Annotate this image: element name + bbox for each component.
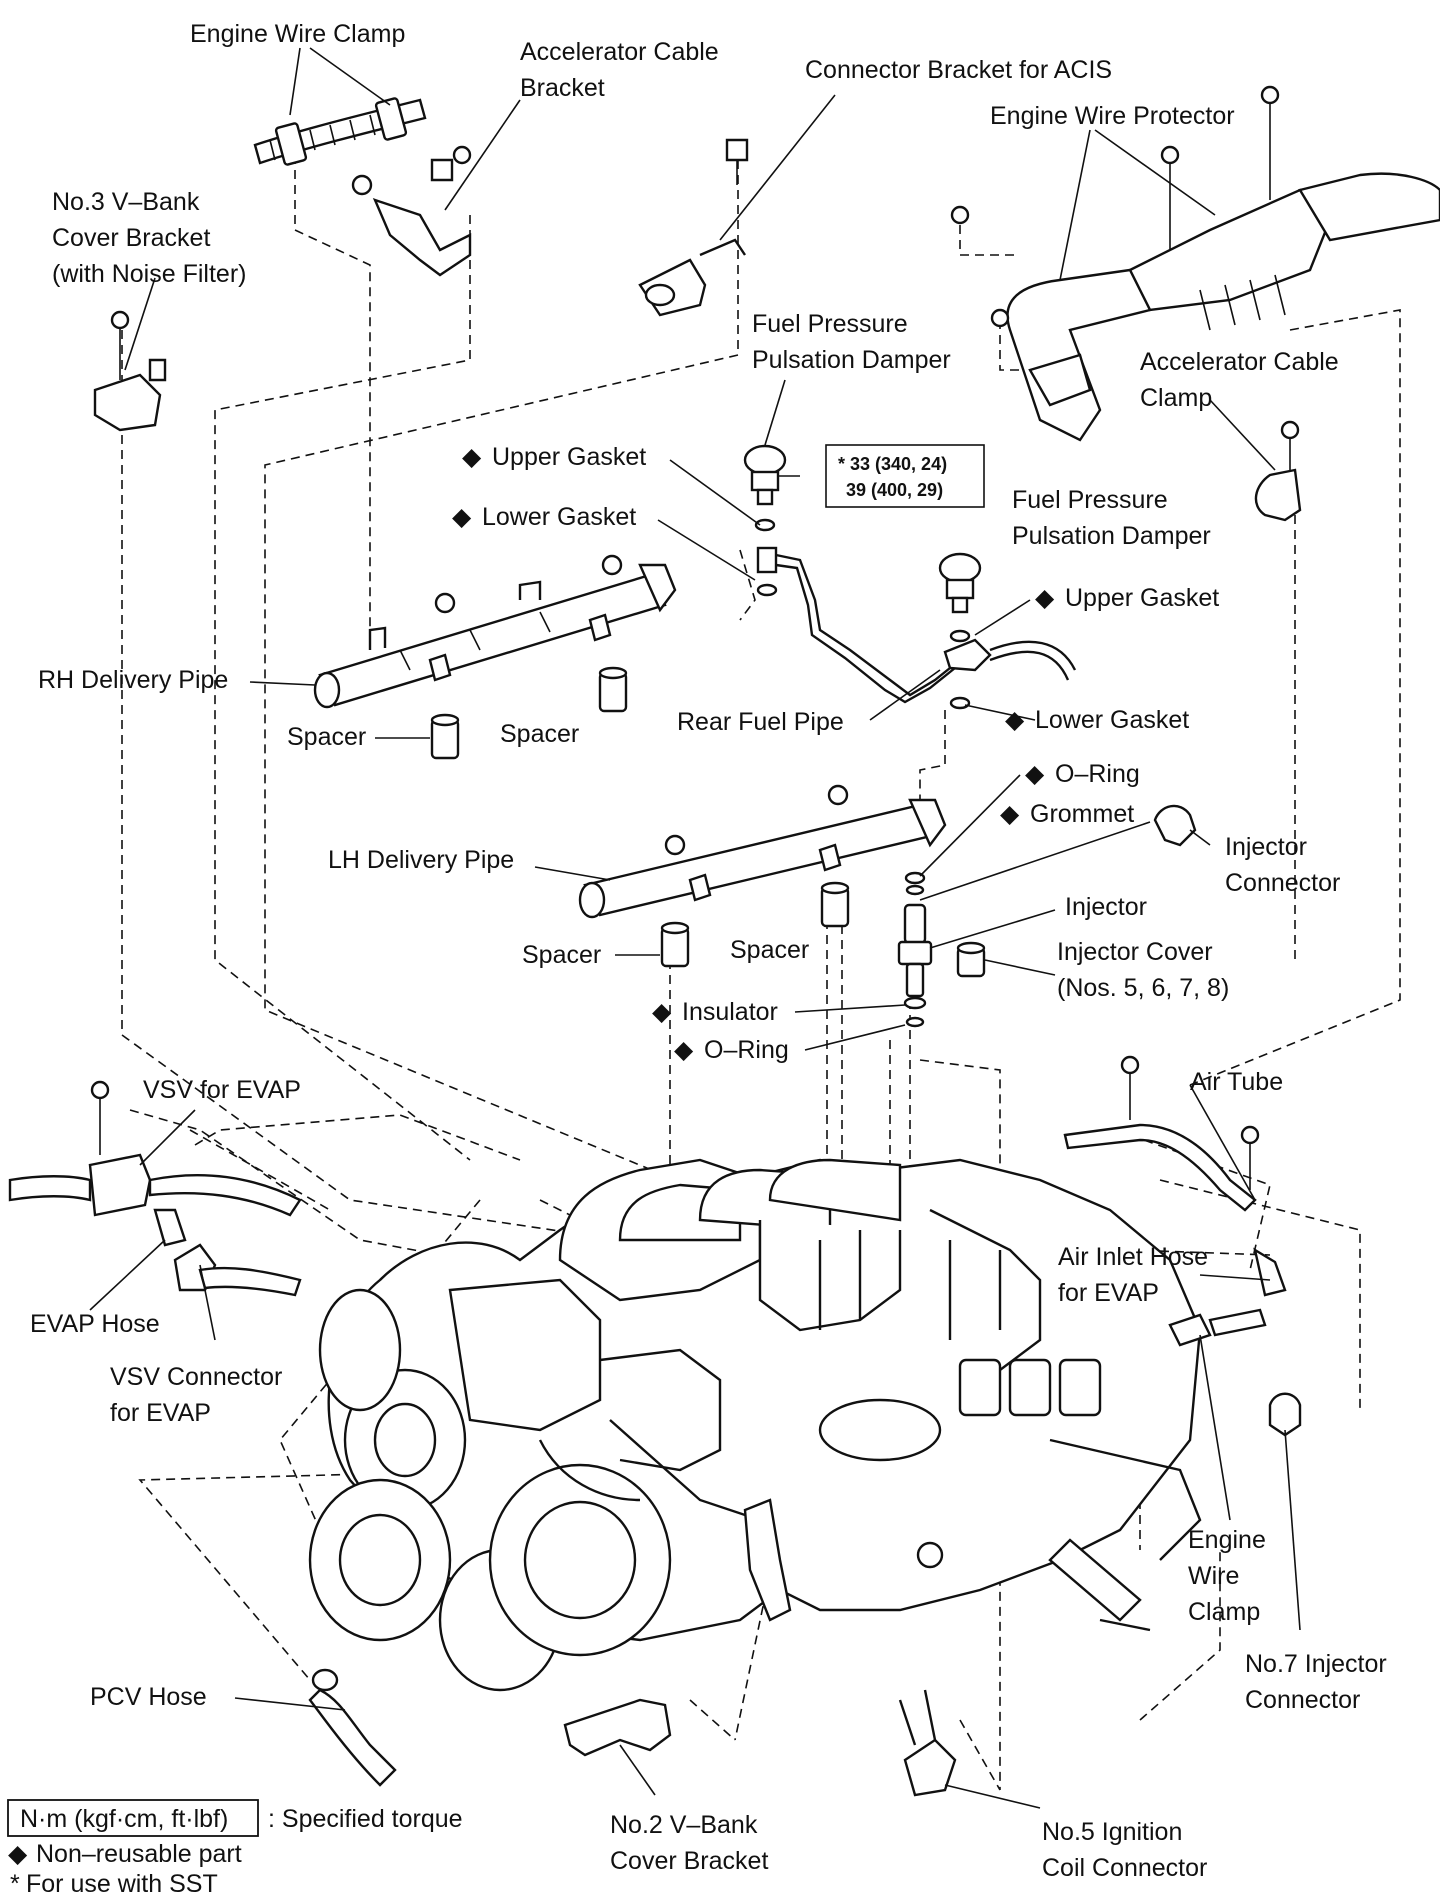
label-upper-gasket-2: Upper Gasket: [1065, 584, 1219, 612]
diamond-upper-gasket-1: ◆: [462, 443, 482, 471]
label-lh-delivery-pipe: LH Delivery Pipe: [328, 846, 514, 874]
label-fppd-2-a: Fuel Pressure: [1012, 486, 1168, 514]
no2-v-bank-cover-bracket: [563, 1698, 672, 1757]
label-lower-gasket-2: Lower Gasket: [1035, 706, 1189, 734]
label-fppd-2-b: Pulsation Damper: [1012, 522, 1211, 550]
label-accelerator-cable-bracket-1: Accelerator Cable: [520, 38, 719, 66]
label-rh-delivery-pipe: RH Delivery Pipe: [38, 666, 228, 694]
legend-torque-text: : Specified torque: [268, 1805, 463, 1833]
label-engine-wire-clamp-2: Wire: [1188, 1562, 1239, 1590]
label-engine-wire-protector: Engine Wire Protector: [990, 102, 1235, 130]
label-connector-bracket-acis: Connector Bracket for ACIS: [805, 56, 1112, 84]
label-upper-gasket-1: Upper Gasket: [492, 443, 646, 471]
label-vsv-connector-1: VSV Connector: [110, 1363, 282, 1391]
label-no3-v-bank-1: No.3 V–Bank: [52, 188, 200, 216]
engine-wire-protector: [950, 85, 1440, 442]
leader-lines: [89, 47, 1301, 1809]
engine-wire-harness-top: [253, 97, 427, 166]
pcv-hose: [308, 1668, 397, 1787]
label-air-inlet-hose-1: Air Inlet Hose: [1058, 1243, 1208, 1271]
label-no3-v-bank-2: Cover Bracket: [52, 224, 210, 252]
torque-spec-line-2: 39 (400, 29): [846, 480, 943, 500]
diamond-insulator: ◆: [652, 998, 672, 1026]
label-spacer-4: Spacer: [730, 936, 809, 964]
label-engine-wire-clamp-1: Engine: [1188, 1526, 1266, 1554]
label-air-inlet-hose-2: for EVAP: [1058, 1279, 1159, 1307]
label-injector-connector-1: Injector: [1225, 833, 1307, 861]
legend-non-reusable: Non–reusable part: [36, 1840, 242, 1868]
legend-diamond-symbol: ◆: [8, 1840, 28, 1868]
engine-block: [308, 1158, 1202, 1692]
diamond-upper-gasket-2: ◆: [1035, 584, 1055, 612]
legend-sst-text: For use with SST: [26, 1870, 218, 1894]
fuel-pressure-pulsation-damper-1: [743, 444, 787, 532]
legend: N·m (kgf·cm, ft·lbf) : Specified torque …: [7, 1799, 463, 1894]
label-injector-cover-2: (Nos. 5, 6, 7, 8): [1057, 974, 1229, 1002]
diamond-grommet: ◆: [1000, 800, 1020, 828]
label-engine-wire-clamp-top: Engine Wire Clamp: [190, 20, 405, 48]
diamond-lower-gasket-1: ◆: [452, 503, 472, 531]
legend-star-symbol: *: [10, 1870, 20, 1894]
label-injector: Injector: [1065, 893, 1147, 921]
label-pcv-hose: PCV Hose: [90, 1683, 207, 1711]
label-air-tube: Air Tube: [1190, 1068, 1283, 1096]
label-no7-injector-1: No.7 Injector: [1245, 1650, 1387, 1678]
label-accelerator-cable-bracket-2: Bracket: [520, 74, 605, 102]
injector-assembly: [897, 804, 1197, 1028]
label-no5-coil-1: No.5 Ignition: [1042, 1818, 1182, 1846]
connector-bracket-acis: [638, 138, 749, 317]
label-spacer-1: Spacer: [287, 723, 366, 751]
torque-legend-box: [7, 1799, 259, 1837]
torque-spec-callout: * 33 (340, 24) 39 (400, 29): [825, 444, 985, 508]
label-spacer-3: Spacer: [522, 941, 601, 969]
label-rear-fuel-pipe: Rear Fuel Pipe: [677, 708, 844, 736]
spacers-lower: [660, 881, 850, 968]
label-o-ring-1: O–Ring: [1055, 760, 1140, 788]
fuel-pressure-pulsation-damper-2: [938, 552, 982, 710]
label-no2-bracket-2: Cover Bracket: [610, 1847, 768, 1875]
accelerator-cable-bracket: [351, 145, 472, 277]
diamond-o-ring-1: ◆: [1025, 760, 1045, 788]
label-vsv-connector-2: for EVAP: [110, 1399, 211, 1427]
part-labels: Engine Wire Clamp Accelerator Cable Brac…: [30, 20, 1387, 1882]
label-lower-gasket-1: Lower Gasket: [482, 503, 636, 531]
label-fppd-1-b: Pulsation Damper: [752, 346, 951, 374]
air-tube: [1063, 1055, 1287, 1297]
lh-delivery-pipe: [578, 784, 947, 919]
rear-fuel-pipe: [756, 546, 1077, 704]
spacers-upper: [430, 666, 628, 760]
label-grommet: Grommet: [1030, 800, 1134, 828]
label-vsv-for-evap: VSV for EVAP: [143, 1076, 301, 1104]
label-insulator: Insulator: [682, 998, 778, 1026]
label-o-ring-2: O–Ring: [704, 1036, 789, 1064]
label-spacer-2: Spacer: [500, 720, 579, 748]
label-no5-coil-2: Coil Connector: [1042, 1854, 1207, 1882]
label-fppd-1-a: Fuel Pressure: [752, 310, 908, 338]
label-evap-hose: EVAP Hose: [30, 1310, 160, 1338]
label-no7-injector-2: Connector: [1245, 1686, 1360, 1714]
torque-spec-line-1: * 33 (340, 24): [838, 454, 947, 474]
legend-torque-unit: N·m (kgf·cm, ft·lbf): [20, 1805, 228, 1833]
no7-injector-connector: [1268, 1392, 1302, 1437]
vsv-for-evap: [8, 1080, 302, 1297]
label-engine-wire-clamp-3: Clamp: [1188, 1598, 1260, 1626]
label-injector-connector-2: Connector: [1225, 869, 1340, 897]
label-accelerator-cable-clamp-1: Accelerator Cable: [1140, 348, 1339, 376]
label-no3-v-bank-3: (with Noise Filter): [52, 260, 246, 288]
diamond-lower-gasket-2: ◆: [1005, 706, 1025, 734]
no3-v-bank-cover-bracket: [93, 310, 167, 432]
diamond-o-ring-2: ◆: [674, 1036, 694, 1064]
rh-delivery-pipe: [313, 554, 677, 709]
label-no2-bracket-1: No.2 V–Bank: [610, 1811, 758, 1839]
label-accelerator-cable-clamp-2: Clamp: [1140, 384, 1212, 412]
accelerator-cable-clamp: [1254, 420, 1302, 522]
label-injector-cover-1: Injector Cover: [1057, 938, 1213, 966]
no5-ignition-coil-connector: [898, 1689, 957, 1797]
